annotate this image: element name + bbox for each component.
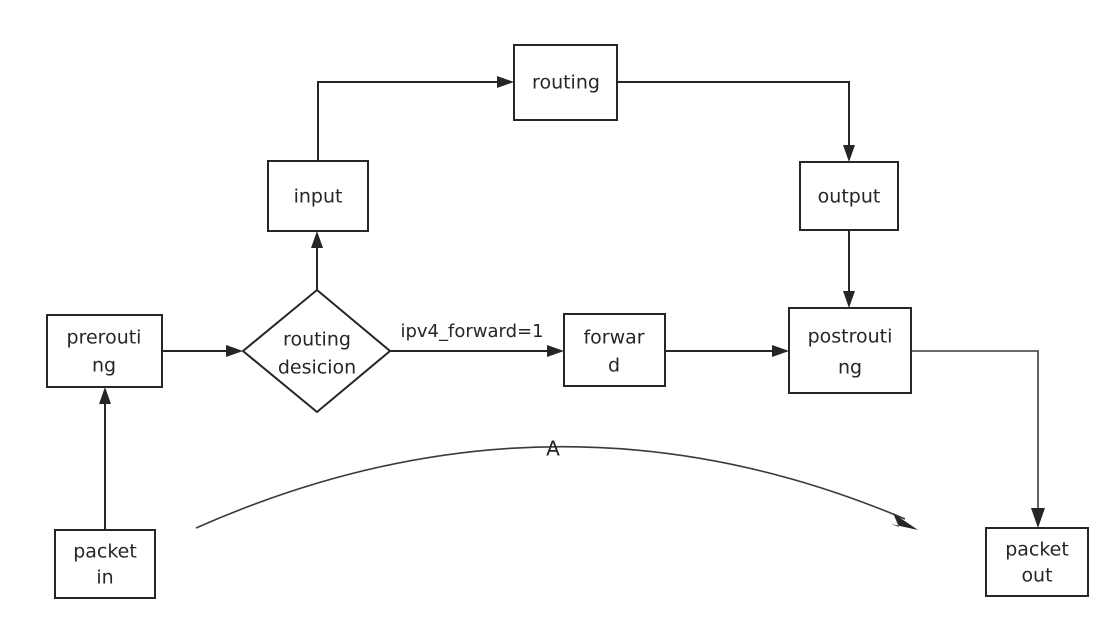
node-postrouting-label-line2: ng (838, 357, 862, 379)
arrowhead-down (1031, 508, 1045, 528)
node-output[interactable]: output (799, 161, 899, 231)
node-output-label: output (818, 186, 881, 208)
edge-input-to-routing (317, 76, 514, 161)
annotation-curve-a (195, 445, 918, 530)
node-packet-out-label-line1: packet (1005, 539, 1069, 561)
arrowhead-down (843, 291, 855, 308)
node-forward[interactable]: forwar d (563, 313, 666, 387)
edge-decision-to-input (311, 231, 323, 290)
arrowhead-curve (891, 513, 918, 530)
node-input-label: input (294, 186, 343, 208)
arrowhead-up (311, 231, 323, 248)
node-postrouting-label-line1: postrouti (808, 326, 893, 348)
node-packet-out-label-line2: out (1021, 565, 1052, 587)
edge-routing-to-output (617, 81, 855, 162)
node-forward-label-line1: forwar (583, 327, 644, 349)
arrowhead-right (547, 345, 564, 357)
node-prerouting[interactable]: prerouti ng (46, 314, 163, 388)
node-routing-decision-label-line2: desicion (278, 357, 356, 379)
edge-decision-to-forward (390, 345, 564, 357)
arrowhead-right (772, 345, 789, 357)
node-forward-label-line2: d (608, 355, 620, 377)
node-routing-decision-label-line1: routing (283, 329, 351, 351)
arrowhead-right (226, 345, 243, 357)
node-routing-label: routing (532, 72, 600, 94)
node-prerouting-label-line1: prerouti (67, 327, 142, 349)
node-routing-decision[interactable]: routing desicion (241, 288, 392, 414)
arrowhead-right (497, 76, 514, 88)
edge-packet-in-to-prerouting (99, 387, 111, 530)
arrowhead-up (99, 387, 111, 404)
edge-output-to-postrouting (843, 230, 855, 308)
node-packet-in-label-line2: in (96, 567, 113, 589)
edge-label-ipv4-forward-text: ipv4_forward=1 (400, 321, 543, 342)
curve-label-a: A (546, 437, 560, 461)
node-postrouting[interactable]: postrouti ng (788, 307, 912, 394)
arrowhead-down (843, 145, 855, 162)
node-prerouting-label-line2: ng (92, 355, 116, 377)
edge-forward-to-postrouting (665, 345, 789, 357)
edge-prerouting-to-decision (162, 345, 243, 357)
edge-postrouting-to-packet-out (911, 350, 1045, 528)
node-packet-in-label-line1: packet (73, 541, 137, 563)
node-input[interactable]: input (267, 160, 369, 232)
node-packet-out[interactable]: packet out (985, 527, 1089, 597)
node-packet-in[interactable]: packet in (54, 529, 156, 599)
node-routing[interactable]: routing (513, 44, 618, 121)
edge-label-ipv4-forward: ipv4_forward=1 (389, 319, 557, 343)
